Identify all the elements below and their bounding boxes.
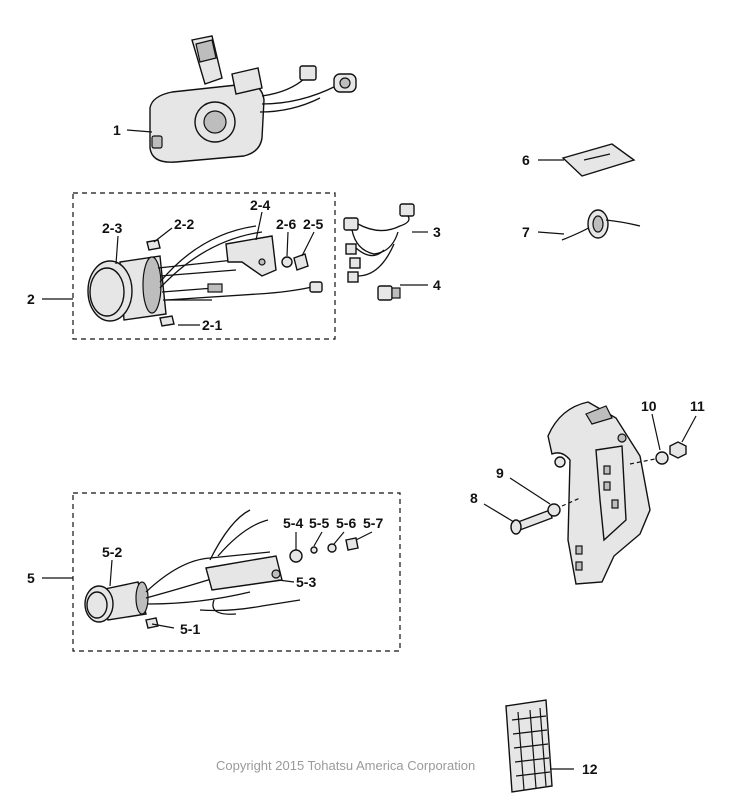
meter-assembly [84,509,359,629]
washer-part-10 [655,451,669,465]
nut-part-11 [669,441,687,459]
callout-2-2: 2-2 [174,216,194,232]
bolt-part [510,509,553,535]
wire-harness [343,203,415,283]
mounting-bracket [547,401,661,585]
washer-part-9 [547,503,561,517]
callout-5: 5 [27,570,35,586]
callout-5-4: 5-4 [283,515,303,531]
callout-5-2: 5-2 [102,544,122,560]
callout-5-6: 5-6 [336,515,356,531]
remote-control-box [149,35,357,163]
callout-2-1: 2-1 [202,317,222,333]
label-plate [505,699,553,793]
callout-2-6: 2-6 [276,216,296,232]
callout-2-5: 2-5 [303,216,323,232]
callout-2-3: 2-3 [102,220,122,236]
switch-part [377,285,401,301]
callout-1: 1 [113,122,121,138]
callout-3: 3 [433,224,441,240]
assembly-5-boundary [72,492,401,652]
copyright-notice: Copyright 2015 Tohatsu America Corporati… [216,758,475,773]
callout-5-5: 5-5 [309,515,329,531]
tachometer-assembly [87,225,323,327]
callout-12: 12 [582,761,598,777]
callout-labels: 1 2 2-1 2-2 2-3 2-4 2-5 2-6 3 4 5 5-1 5-… [27,122,705,777]
callout-9: 9 [496,465,504,481]
pad-part [561,143,636,177]
spring-part [561,209,641,241]
callout-8: 8 [470,490,478,506]
callout-5-7: 5-7 [363,515,383,531]
callout-2-4: 2-4 [250,197,270,213]
callout-2: 2 [27,291,35,307]
callout-11: 11 [690,398,705,414]
callout-6: 6 [522,152,530,168]
callout-7: 7 [522,224,530,240]
callout-10: 10 [641,398,657,414]
callout-5-3: 5-3 [296,574,316,590]
callout-5-1: 5-1 [180,621,200,637]
leader-lines [42,129,697,770]
assembly-2-boundary [72,192,336,340]
callout-4: 4 [433,277,441,293]
